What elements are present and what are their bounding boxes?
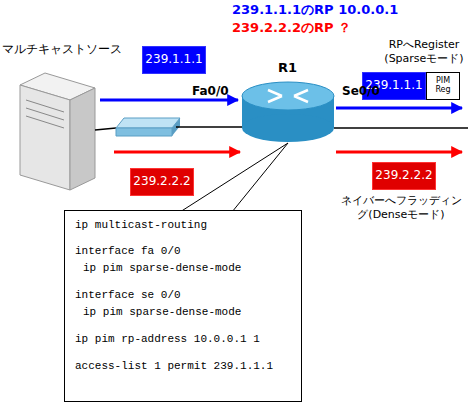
server-front xyxy=(20,85,70,190)
switch-top xyxy=(116,118,180,128)
cable xyxy=(95,128,116,130)
packet-box: 239.1.1.1 xyxy=(142,46,206,74)
server-icon xyxy=(20,73,95,190)
packet-label: 239.2.2.2 xyxy=(131,175,192,188)
text-label: ネイバーへフラッディング(Denseモード) xyxy=(336,194,466,222)
text-label: R1 xyxy=(278,60,318,76)
packet-label: 239.2.2.2 xyxy=(373,169,434,182)
text-label: マルチキャストソース xyxy=(2,42,138,57)
register-flow xyxy=(336,107,462,110)
packet-label: PIM Reg xyxy=(427,77,459,95)
packet-box: 239.2.2.2 xyxy=(130,168,194,196)
router-top xyxy=(242,82,334,110)
router-arrows xyxy=(268,90,308,102)
text-label: 239.2.2.2のRP ？ xyxy=(232,20,466,36)
text-label: RPへRegister (Sparseモード) xyxy=(382,38,466,66)
flooding-flow xyxy=(336,151,462,154)
config-line: ip multicast-routing xyxy=(75,219,207,231)
packet-box: 239.2.2.2 xyxy=(372,162,436,190)
router-bottom xyxy=(242,114,334,142)
config-line: interface fa 0/0 xyxy=(75,245,181,257)
switch-front xyxy=(116,128,172,136)
config-line: access-list 1 permit 239.1.1.1 xyxy=(75,360,273,372)
config-line: ip pim sparse-dense-mode xyxy=(83,262,241,274)
multicast-flow xyxy=(114,151,240,154)
server-side xyxy=(70,88,95,190)
text-label: 239.1.1.1のRP 10.0.0.1 xyxy=(232,2,466,18)
packet-box: PIM Reg xyxy=(426,72,460,100)
server-slot xyxy=(26,116,64,128)
cable xyxy=(176,126,243,128)
config-line: ip pim rp-address 10.0.0.1 1 xyxy=(75,333,260,345)
text-label: Se0/0 xyxy=(342,84,392,99)
router-icon xyxy=(242,82,334,142)
switch-icon xyxy=(116,118,180,136)
serial-link xyxy=(334,127,468,129)
packet-label: 239.1.1.1 xyxy=(143,53,204,66)
config-line: ip pim sparse-dense-mode xyxy=(83,306,241,318)
config-box: ip multicast-routing interface fa 0/0 ip p… xyxy=(64,210,302,402)
text-label: Fa0/0 xyxy=(192,84,242,99)
config-line: interface se 0/0 xyxy=(75,289,181,301)
callout-tail xyxy=(180,143,288,212)
multicast-flow xyxy=(100,99,238,102)
